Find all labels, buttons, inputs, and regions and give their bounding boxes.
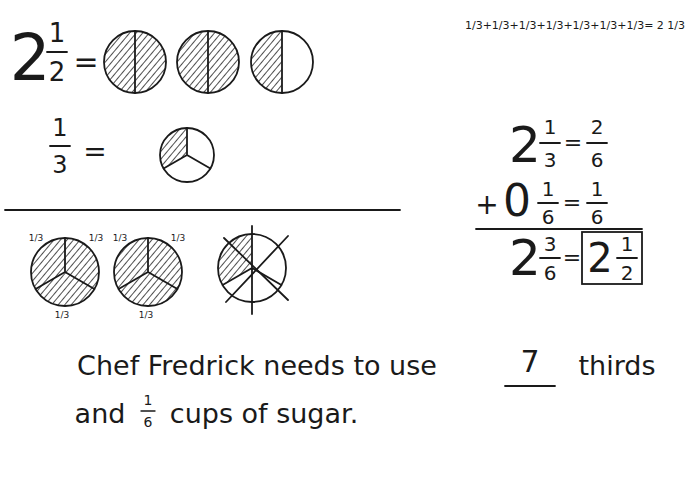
repeated-addition: 1/3+1/3+1/3+1/3+1/3+1/3+1/3= 2 1/3 bbox=[465, 20, 685, 31]
answer-box bbox=[582, 232, 642, 284]
math-text: 1 bbox=[591, 179, 604, 199]
answer-underline bbox=[505, 385, 555, 387]
answer-sentence: thirds bbox=[578, 352, 655, 379]
answer-sentence: and bbox=[75, 400, 126, 427]
fraction-circle bbox=[31, 238, 99, 306]
divider-line bbox=[134, 31, 136, 93]
math-text: 1 bbox=[544, 117, 557, 137]
fraction-bar bbox=[538, 202, 558, 204]
answer-sentence: cups of sugar. bbox=[170, 400, 358, 427]
answer-sentence: 1 bbox=[144, 393, 153, 407]
math-text: 1/3 bbox=[139, 311, 153, 320]
math-text: 3 bbox=[544, 150, 557, 170]
math-text: = bbox=[564, 132, 582, 154]
math-text: 2 bbox=[591, 117, 604, 137]
fraction-circle bbox=[177, 31, 239, 93]
math-text: 1 bbox=[52, 116, 67, 140]
math-text: 3 bbox=[52, 153, 67, 177]
shaded-half bbox=[251, 31, 282, 93]
math-text: 2 bbox=[509, 120, 541, 170]
math-text: 1 bbox=[621, 234, 634, 254]
math-text: 2 bbox=[587, 238, 612, 278]
math-text: 2 bbox=[49, 59, 66, 85]
math-text: = bbox=[83, 138, 106, 166]
math-text: = bbox=[563, 192, 581, 214]
fraction-circle bbox=[160, 128, 214, 182]
math-text: 1/3 bbox=[55, 311, 69, 320]
math-text: 6 bbox=[591, 150, 604, 170]
sum-line bbox=[476, 228, 642, 230]
fraction-bar bbox=[540, 257, 560, 259]
fraction-bar bbox=[587, 202, 607, 204]
math-text: 2 bbox=[509, 233, 541, 283]
cross-out bbox=[224, 236, 288, 302]
math-text: = bbox=[73, 47, 98, 77]
fraction-circle bbox=[114, 238, 182, 306]
math-text: 1/3 bbox=[89, 234, 103, 243]
math-text: 1 bbox=[542, 179, 555, 199]
divider-line bbox=[207, 31, 209, 93]
math-text: 1/3 bbox=[113, 234, 127, 243]
fraction-bar bbox=[141, 410, 155, 411]
math-text: 3 bbox=[544, 234, 557, 254]
fraction-bar bbox=[540, 142, 560, 144]
answer-sentence: Chef Fredrick needs to use bbox=[77, 352, 437, 379]
math-text: 1/3 bbox=[29, 234, 43, 243]
fraction-bar bbox=[50, 145, 70, 147]
answer-sentence: 7 bbox=[520, 347, 539, 377]
math-text: 6 bbox=[544, 263, 557, 283]
divider-line bbox=[281, 31, 283, 93]
fraction-circle bbox=[104, 31, 166, 93]
math-text: 1/3 bbox=[171, 234, 185, 243]
fraction-bar bbox=[587, 142, 607, 144]
answer-sentence: 6 bbox=[144, 415, 153, 429]
math-text: 2 bbox=[10, 26, 51, 90]
math-text: 6 bbox=[591, 207, 604, 227]
fraction-bar bbox=[617, 257, 637, 259]
math-text: 2 bbox=[621, 263, 634, 283]
divider-line bbox=[36, 238, 95, 289]
fraction-circle bbox=[251, 31, 313, 93]
math-text: = bbox=[563, 247, 581, 269]
divider-line bbox=[164, 128, 211, 169]
math-text: 6 bbox=[542, 207, 555, 227]
separator-line bbox=[5, 209, 400, 211]
divider-line bbox=[223, 226, 282, 314]
math-text: + bbox=[475, 191, 498, 219]
math-text: 0 bbox=[503, 179, 531, 223]
divider-line bbox=[119, 238, 178, 289]
math-text: 1 bbox=[49, 20, 66, 46]
